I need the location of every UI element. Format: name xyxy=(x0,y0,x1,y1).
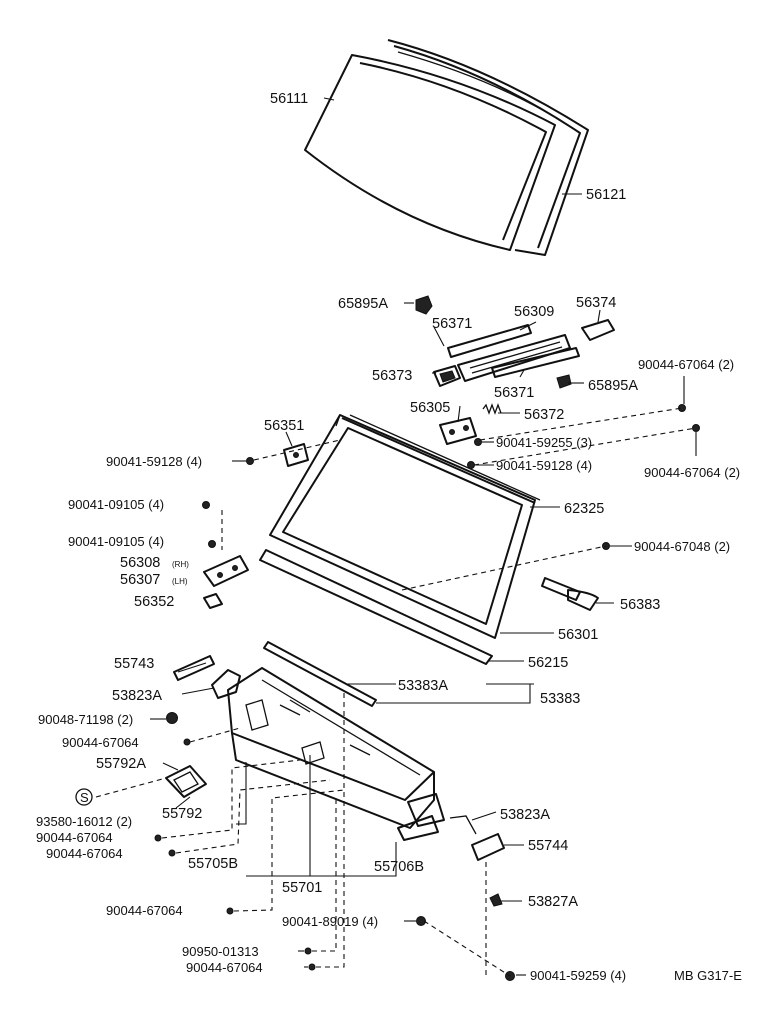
cover-55792a xyxy=(165,765,207,798)
label-56308-side: (RH) xyxy=(172,560,189,569)
connector-53823a-right xyxy=(449,815,477,835)
label-90044-67064-b: 90044-67064 xyxy=(36,830,113,845)
stay-56383 xyxy=(541,577,599,611)
label-53823a-right: 53823A xyxy=(500,807,550,823)
part-labels: 56111 56121 65895A 56371 56309 56374 563… xyxy=(36,91,742,983)
label-90044-67064-e: 90044-67064 xyxy=(186,960,263,975)
label-56301: 56301 xyxy=(558,627,598,643)
label-65895a-top: 65895A xyxy=(338,296,388,312)
label-90048-71198-2: 90048-71198 (2) xyxy=(38,712,133,727)
weatherstrip-62325 xyxy=(341,414,541,504)
label-90044-67048-2: 90044-67048 (2) xyxy=(634,539,730,554)
leader-lines xyxy=(150,97,697,976)
label-symbol-s: S xyxy=(80,790,89,805)
motor-55744 xyxy=(471,833,505,861)
label-55743: 55743 xyxy=(114,656,154,672)
label-55792: 55792 xyxy=(162,806,202,822)
label-90041-59255-3: 90041-59255 (3) xyxy=(496,435,592,450)
frame-56301 xyxy=(269,414,536,639)
nut-90041-89019 xyxy=(416,916,426,926)
hinge-56308-56307 xyxy=(203,555,249,587)
bracket-56373 xyxy=(433,365,461,387)
screw-90044-67064-a xyxy=(183,738,191,746)
label-56307: 56307 xyxy=(120,572,160,588)
label-90041-59128-4-left: 90041-59128 (4) xyxy=(106,454,202,469)
label-56374: 56374 xyxy=(576,295,616,311)
clip-53827a xyxy=(489,893,503,907)
label-55792a: 55792A xyxy=(96,756,146,772)
label-53383: 53383 xyxy=(540,691,580,707)
windshield-glass-56111 xyxy=(304,54,556,251)
label-56215: 56215 xyxy=(528,655,568,671)
moulding-56371-bottom xyxy=(491,347,580,378)
seal-56215 xyxy=(259,549,493,665)
label-55701: 55701 xyxy=(282,880,322,896)
label-55706b: 55706B xyxy=(374,859,424,875)
bolts-90041-09105-a xyxy=(202,501,210,509)
label-56351: 56351 xyxy=(264,418,304,434)
label-55744: 55744 xyxy=(528,838,568,854)
label-90044-67064-2a: 90044-67064 (2) xyxy=(638,357,734,372)
label-56372: 56372 xyxy=(524,407,564,423)
label-90041-09105-4a: 90041-09105 (4) xyxy=(68,497,164,512)
cowl-panel-55701 xyxy=(227,667,435,829)
label-56309: 56309 xyxy=(514,304,554,320)
label-56383: 56383 xyxy=(620,597,660,613)
label-90041-89019-4: 90041-89019 (4) xyxy=(282,914,378,929)
label-56121: 56121 xyxy=(586,187,626,203)
weatherstrip-56121 xyxy=(387,39,589,256)
hinge-55743 xyxy=(173,655,215,681)
label-93580-16012-2: 93580-16012 (2) xyxy=(36,814,132,829)
label-56371-bottom: 56371 xyxy=(494,385,534,401)
pad-56352 xyxy=(203,593,223,609)
screw-90044-67064-d xyxy=(226,907,234,915)
label-90044-67064-c: 90044-67064 xyxy=(46,846,123,861)
label-56352: 56352 xyxy=(134,594,174,610)
screw-90044-67064-b xyxy=(154,834,162,842)
label-55705b: 55705B xyxy=(188,856,238,872)
screw-90044-67064-e xyxy=(308,963,316,971)
bolts-90041-59255 xyxy=(474,438,482,446)
cover-56374 xyxy=(581,319,615,341)
spring-56372 xyxy=(482,403,502,415)
label-90044-67064-a: 90044-67064 xyxy=(62,735,139,750)
label-65895a-bottom: 65895A xyxy=(588,378,638,394)
label-53383a: 53383A xyxy=(398,678,448,694)
bolts-90041-59128-left xyxy=(246,457,254,465)
hinge-56351 xyxy=(283,443,309,467)
label-56373: 56373 xyxy=(372,368,412,384)
moulding-56371-top xyxy=(447,324,532,358)
label-90041-09105-4b: 90041-09105 (4) xyxy=(68,534,164,549)
grommet-90048-71198 xyxy=(166,712,178,724)
label-90041-59259-4: 90041-59259 (4) xyxy=(530,968,626,983)
label-56308: 56308 xyxy=(120,555,160,571)
label-90044-67064-2b: 90044-67064 (2) xyxy=(644,465,740,480)
drawing-code: MB G317-E xyxy=(674,968,742,983)
dashed-assembly-lines xyxy=(95,407,697,977)
clip-65895a-bottom xyxy=(556,374,572,389)
screws-90044-67064-right xyxy=(678,404,700,432)
clip-65895a-top xyxy=(415,295,433,315)
label-56305: 56305 xyxy=(410,400,450,416)
screw-90950-01313 xyxy=(304,947,312,955)
label-56371-top: 56371 xyxy=(432,316,472,332)
label-53823a-left: 53823A xyxy=(112,688,162,704)
label-56111: 56111 xyxy=(270,91,308,107)
label-53827a: 53827A xyxy=(528,894,578,910)
label-62325: 62325 xyxy=(564,501,604,517)
grille-56309 xyxy=(457,334,571,382)
screw-90044-67064-c xyxy=(168,849,176,857)
label-90950-01313: 90950-01313 xyxy=(182,944,259,959)
bolts-90041-09105-b xyxy=(208,540,216,548)
bracket-53823a-left xyxy=(211,669,241,699)
label-90041-59128-4-right: 90041-59128 (4) xyxy=(496,458,592,473)
label-56307-side: (LH) xyxy=(172,577,188,586)
bracket-56305 xyxy=(439,417,477,445)
symbol-s-93580-16012 xyxy=(75,788,93,806)
label-90044-67064-d: 90044-67064 xyxy=(106,903,183,918)
bracket-55706b xyxy=(397,793,445,841)
plate-53383 xyxy=(263,641,377,707)
